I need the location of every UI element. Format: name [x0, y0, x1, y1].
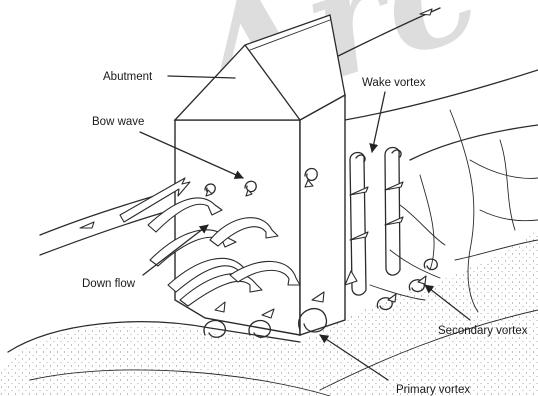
label-wake-vortex: Wake vortex — [362, 77, 426, 89]
label-secondary-vortex: Secondary vortex — [438, 325, 528, 337]
wake-vortices — [345, 148, 403, 296]
label-down-flow: Down flow — [82, 278, 136, 290]
label-abutment: Abutment — [103, 71, 153, 83]
label-primary-vortex: Primary vortex — [396, 384, 470, 396]
label-bow-wave: Bow wave — [92, 116, 144, 128]
